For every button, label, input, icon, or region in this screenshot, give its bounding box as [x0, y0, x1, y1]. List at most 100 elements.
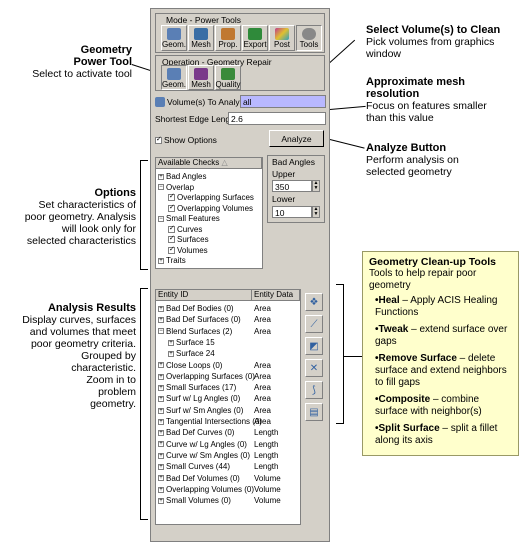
edge-length-input[interactable]: 2.6: [228, 112, 326, 125]
entity-data: Area: [254, 394, 271, 404]
table-row[interactable]: +Bad Def Curves (0): [158, 428, 234, 437]
mode-mesh-button[interactable]: Mesh: [188, 25, 214, 51]
entity-data: Volume: [254, 496, 281, 506]
expand-icon[interactable]: +: [158, 430, 164, 437]
entity-data: Area: [254, 371, 271, 381]
tool-description: •Heal – Apply ACIS Healing Functions: [375, 295, 498, 318]
mode-post-button[interactable]: Post: [269, 25, 295, 51]
expand-icon[interactable]: +: [158, 317, 164, 324]
mode-export-button[interactable]: Export: [242, 25, 268, 51]
lower-spinner[interactable]: ▲▼: [312, 206, 320, 218]
expand-icon[interactable]: +: [158, 173, 164, 180]
expand-icon[interactable]: +: [158, 418, 164, 425]
collapse-icon[interactable]: −: [158, 215, 164, 222]
check-item[interactable]: +Traits: [158, 256, 186, 265]
expand-icon[interactable]: +: [158, 362, 164, 369]
table-row[interactable]: +Overlapping Surfaces (0): [158, 372, 255, 381]
table-row[interactable]: +Surface 15: [168, 338, 215, 347]
table-row[interactable]: +Small Curves (44): [158, 462, 230, 471]
expand-icon[interactable]: +: [158, 384, 164, 391]
check-item[interactable]: −Small Features: [158, 214, 220, 223]
entity-id: Bad Def Volumes (0): [166, 473, 240, 483]
entity-id: Overlapping Surfaces (0): [166, 371, 255, 381]
mode-prop-button[interactable]: Prop.: [215, 25, 241, 51]
upper-spinner[interactable]: ▲▼: [312, 180, 320, 192]
entity-id: Bad Def Curves (0): [166, 428, 235, 438]
results-body: Display curves, surfaces and volumes tha…: [22, 314, 136, 410]
select-title: Select Volume(s) to Clean: [366, 24, 501, 36]
table-row[interactable]: +Curve w/ Lg Angles (0): [158, 440, 247, 449]
expand-icon[interactable]: +: [158, 305, 164, 312]
expand-icon[interactable]: +: [158, 452, 164, 459]
table-row[interactable]: −Blend Surfaces (2): [158, 327, 232, 336]
table-row[interactable]: +Tangential Intersections (0): [158, 417, 262, 426]
spinner-up-icon: ▲: [313, 206, 319, 212]
export-icon: [248, 28, 262, 40]
check-item[interactable]: −Overlap: [158, 182, 195, 192]
operation-group: Operation - Geometry Repair Geom. Mesh Q…: [155, 55, 325, 91]
remove-surface-button[interactable]: ◩: [305, 337, 323, 355]
options-body: Set characteristics of poor geometry. An…: [24, 199, 136, 247]
collapse-icon[interactable]: −: [158, 184, 164, 191]
checkbox-icon: [168, 203, 175, 212]
expand-icon[interactable]: +: [158, 257, 164, 264]
lower-bounds-input[interactable]: 10: [272, 206, 312, 218]
results-bracket: [140, 288, 148, 520]
composite-button[interactable]: ✕: [305, 359, 323, 377]
heal-button[interactable]: ❖: [305, 293, 323, 311]
entity-data: Area: [254, 326, 271, 336]
expand-icon[interactable]: +: [158, 486, 164, 493]
entity-id: Close Loops (0): [166, 360, 223, 370]
check-item[interactable]: Overlapping Volumes: [168, 203, 253, 213]
table-row[interactable]: +Small Volumes (0): [158, 496, 231, 505]
expand-icon[interactable]: +: [158, 497, 164, 504]
edge-length-label: Shortest Edge Length: [155, 114, 238, 124]
check-item[interactable]: Volumes: [168, 245, 208, 255]
expand-icon[interactable]: +: [158, 464, 164, 471]
table-row[interactable]: +Overlapping Volumes (0): [158, 485, 254, 494]
analyze-button[interactable]: Analyze: [269, 130, 324, 147]
table-row[interactable]: +Surf w/ Lg Angles (0): [158, 394, 240, 403]
collapse-icon[interactable]: −: [158, 328, 164, 335]
table-row[interactable]: +Curve w/ Sm Angles (0): [158, 451, 250, 460]
expand-icon[interactable]: +: [158, 396, 164, 403]
check-item[interactable]: Curves: [168, 224, 202, 234]
check-item[interactable]: Surfaces: [168, 234, 209, 244]
table-row[interactable]: +Surf w/ Sm Angles (0): [158, 406, 243, 415]
split-surface-button[interactable]: ⟆: [305, 381, 323, 399]
expand-icon[interactable]: +: [158, 373, 164, 380]
mode-tools-button[interactable]: Tools: [296, 25, 322, 51]
table-row[interactable]: +Bad Def Surfaces (0): [158, 315, 241, 324]
check-item[interactable]: Overlapping Surfaces: [168, 192, 254, 202]
expand-icon[interactable]: +: [168, 351, 174, 358]
mode-geom-button[interactable]: Geom.: [161, 25, 187, 51]
entity-data: Area: [254, 417, 271, 426]
volumes-input[interactable]: all: [240, 95, 326, 108]
table-row[interactable]: +Surface 24: [168, 349, 215, 358]
tweak-button[interactable]: ⟋: [305, 315, 323, 333]
cleanup-note: Geometry Clean-up Tools Tools to help re…: [362, 251, 519, 456]
expand-icon[interactable]: +: [158, 407, 164, 414]
table-row[interactable]: +Bad Def Volumes (0): [158, 474, 240, 483]
expand-icon[interactable]: +: [158, 441, 164, 448]
heal-icon: ❖: [309, 296, 319, 308]
table-row[interactable]: +Close Loops (0): [158, 361, 222, 370]
results-tree[interactable]: Entity ID Entity Data +Bad Def Bodies (0…: [155, 289, 301, 525]
operation-geom-button[interactable]: Geom.: [161, 65, 187, 90]
table-row[interactable]: +Small Surfaces (17): [158, 383, 236, 392]
checks-tree[interactable]: Available Checks △ +Bad Angles−OverlapOv…: [155, 157, 263, 269]
upper-bounds-input[interactable]: 350: [272, 180, 312, 192]
operation-mesh-button[interactable]: Mesh: [188, 65, 214, 90]
split-volume-button[interactable]: ▤: [305, 403, 323, 421]
table-row[interactable]: +Bad Def Bodies (0): [158, 304, 234, 313]
entity-id: Surf w/ Sm Angles (0): [166, 405, 244, 415]
expand-icon[interactable]: +: [168, 339, 174, 346]
entity-data: Length: [254, 428, 279, 438]
entity-data: Volume: [254, 484, 281, 494]
operation-quality-button[interactable]: Quality: [215, 65, 241, 90]
entity-data: Length: [254, 439, 279, 449]
check-item[interactable]: +Bad Angles: [158, 172, 207, 181]
show-options-checkbox[interactable]: Show Options: [155, 135, 217, 145]
spinner-down-icon: ▼: [313, 211, 319, 217]
expand-icon[interactable]: +: [158, 475, 164, 482]
